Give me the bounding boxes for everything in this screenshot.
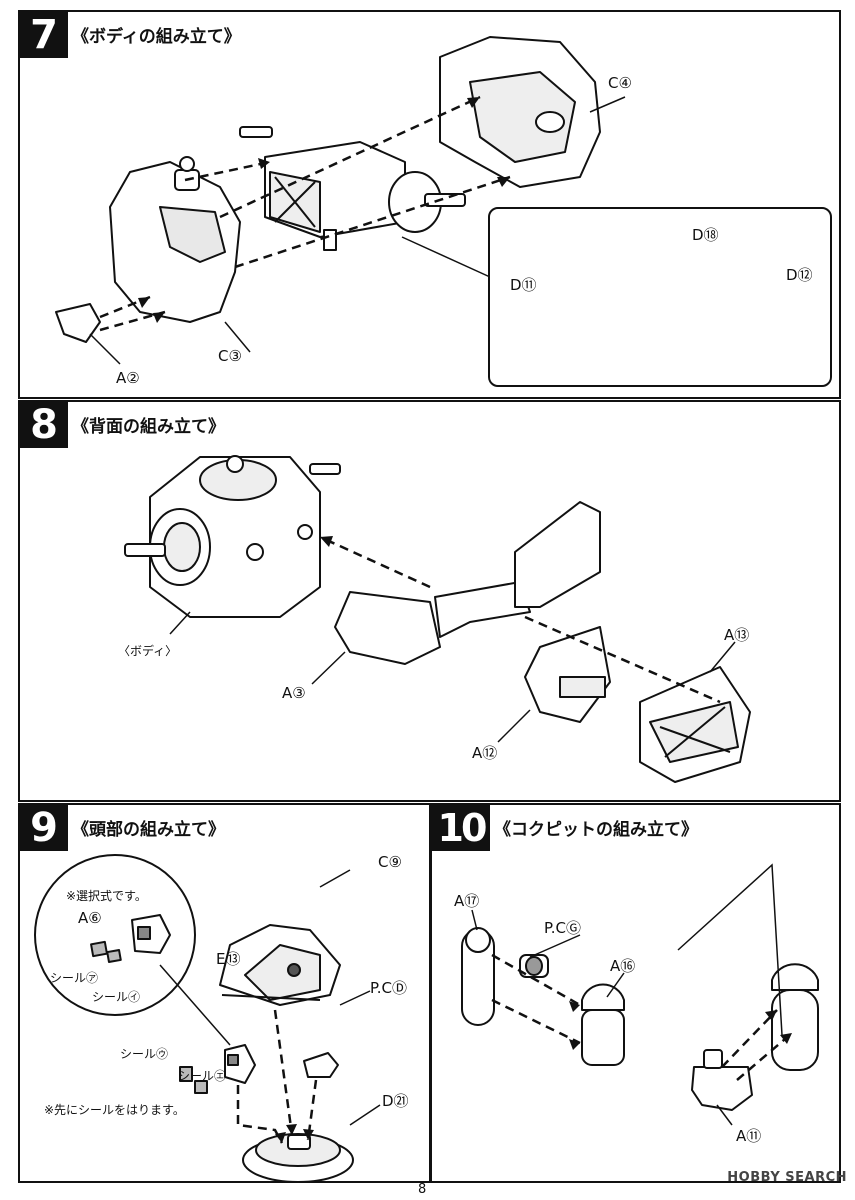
step-7-title: 《ボディの組み立て》: [72, 27, 241, 47]
label-pcd: P.CⒹ: [370, 979, 407, 997]
step-10-panel: 10 《コクピットの組み立て》: [430, 803, 841, 1183]
label-c9: C⑨: [378, 853, 402, 871]
label-d18: D⑱: [692, 226, 719, 244]
label-seal-e: シール㋓: [178, 1069, 227, 1083]
step-10-number: 10: [432, 805, 490, 851]
label-a6: A⑥: [78, 909, 102, 927]
label-a11: A⑪: [736, 1127, 762, 1145]
label-seal-u: シール㋒: [120, 1047, 169, 1061]
label-seal-a: シール㋐: [50, 971, 99, 985]
label-c3: C③: [218, 347, 242, 365]
note-sticker-first: ※先にシールをはります。: [44, 1103, 185, 1117]
label-d21: D㉑: [382, 1092, 409, 1110]
step-9-title: 《頭部の組み立て》: [72, 820, 225, 840]
label-a3: A③: [282, 684, 306, 702]
label-a16: A⑯: [610, 957, 636, 975]
step-7-number: 7: [20, 12, 68, 58]
step-7-detail-inset: [488, 207, 832, 387]
step-10-title: 《コクピットの組み立て》: [494, 820, 698, 840]
step-7-panel: 7 《ボディの組み立て》: [18, 10, 841, 399]
step-8-number: 8: [20, 402, 68, 448]
watermark: HOBBY SEARCH: [727, 1170, 847, 1185]
label-e13: E⑬: [216, 950, 241, 968]
label-seal-i: シール㋑: [92, 990, 141, 1004]
step-8-illustration: [124, 455, 751, 783]
step-8-title: 《背面の組み立て》: [72, 417, 225, 437]
label-d12: D⑫: [786, 266, 813, 284]
page-number: 8: [418, 1182, 427, 1197]
step-10-illustration: [461, 863, 819, 1126]
label-a12: A⑫: [472, 744, 498, 762]
label-a13: A⑬: [724, 626, 750, 644]
step-9-number: 9: [20, 805, 68, 851]
label-a17: A⑰: [454, 892, 480, 910]
label-pcg: P.CⒼ: [544, 919, 581, 937]
note-selectable: ※選択式です。: [66, 889, 147, 903]
label-d11: D⑪: [510, 276, 537, 294]
label-a2: A②: [116, 369, 140, 387]
step-8-panel: 8 《背面の組み立て》: [18, 400, 841, 802]
label-c4: C④: [608, 74, 632, 92]
step-9-panel: 9 《頭部の組み立て》: [18, 803, 431, 1183]
step-9-illustration: [34, 854, 381, 1183]
label-body: 〈ボディ〉: [118, 644, 178, 658]
